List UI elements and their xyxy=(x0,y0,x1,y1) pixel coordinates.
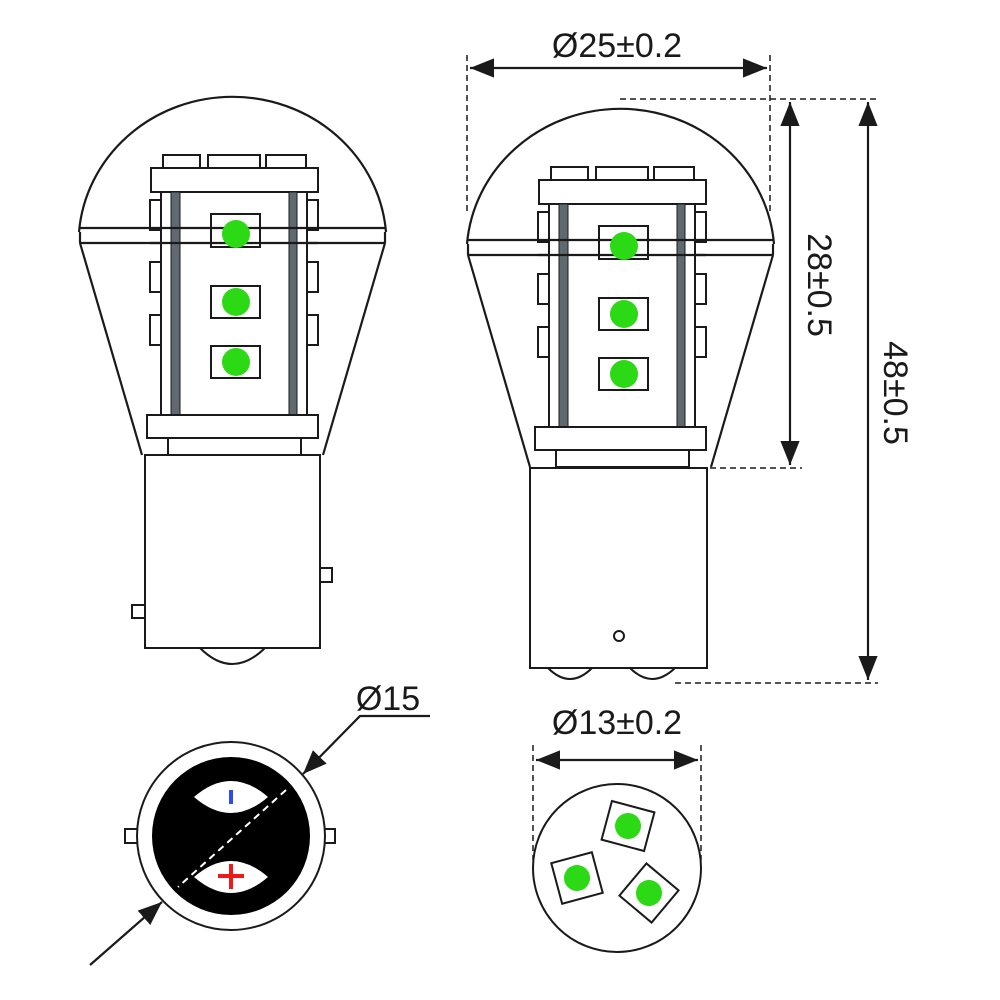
bulb-diameter-label: Ø25±0.2 xyxy=(552,27,682,65)
base-pin xyxy=(613,630,625,642)
dimension-lines xyxy=(89,55,878,966)
led-face-view xyxy=(532,783,702,953)
body-height-label: 28±0.5 xyxy=(800,233,838,337)
plus-sign-icon xyxy=(218,864,244,889)
led-face-diameter-label: Ø13±0.2 xyxy=(552,704,682,742)
base-pin xyxy=(131,604,146,619)
front-view-bulb xyxy=(465,107,776,680)
base-pin xyxy=(319,567,333,583)
base-diameter-label: Ø15 xyxy=(356,680,420,718)
total-height-label: 48±0.5 xyxy=(876,341,914,445)
side-view-bulb xyxy=(77,95,388,665)
minus-sign-icon xyxy=(229,790,233,804)
base-bottom-view xyxy=(124,741,336,931)
